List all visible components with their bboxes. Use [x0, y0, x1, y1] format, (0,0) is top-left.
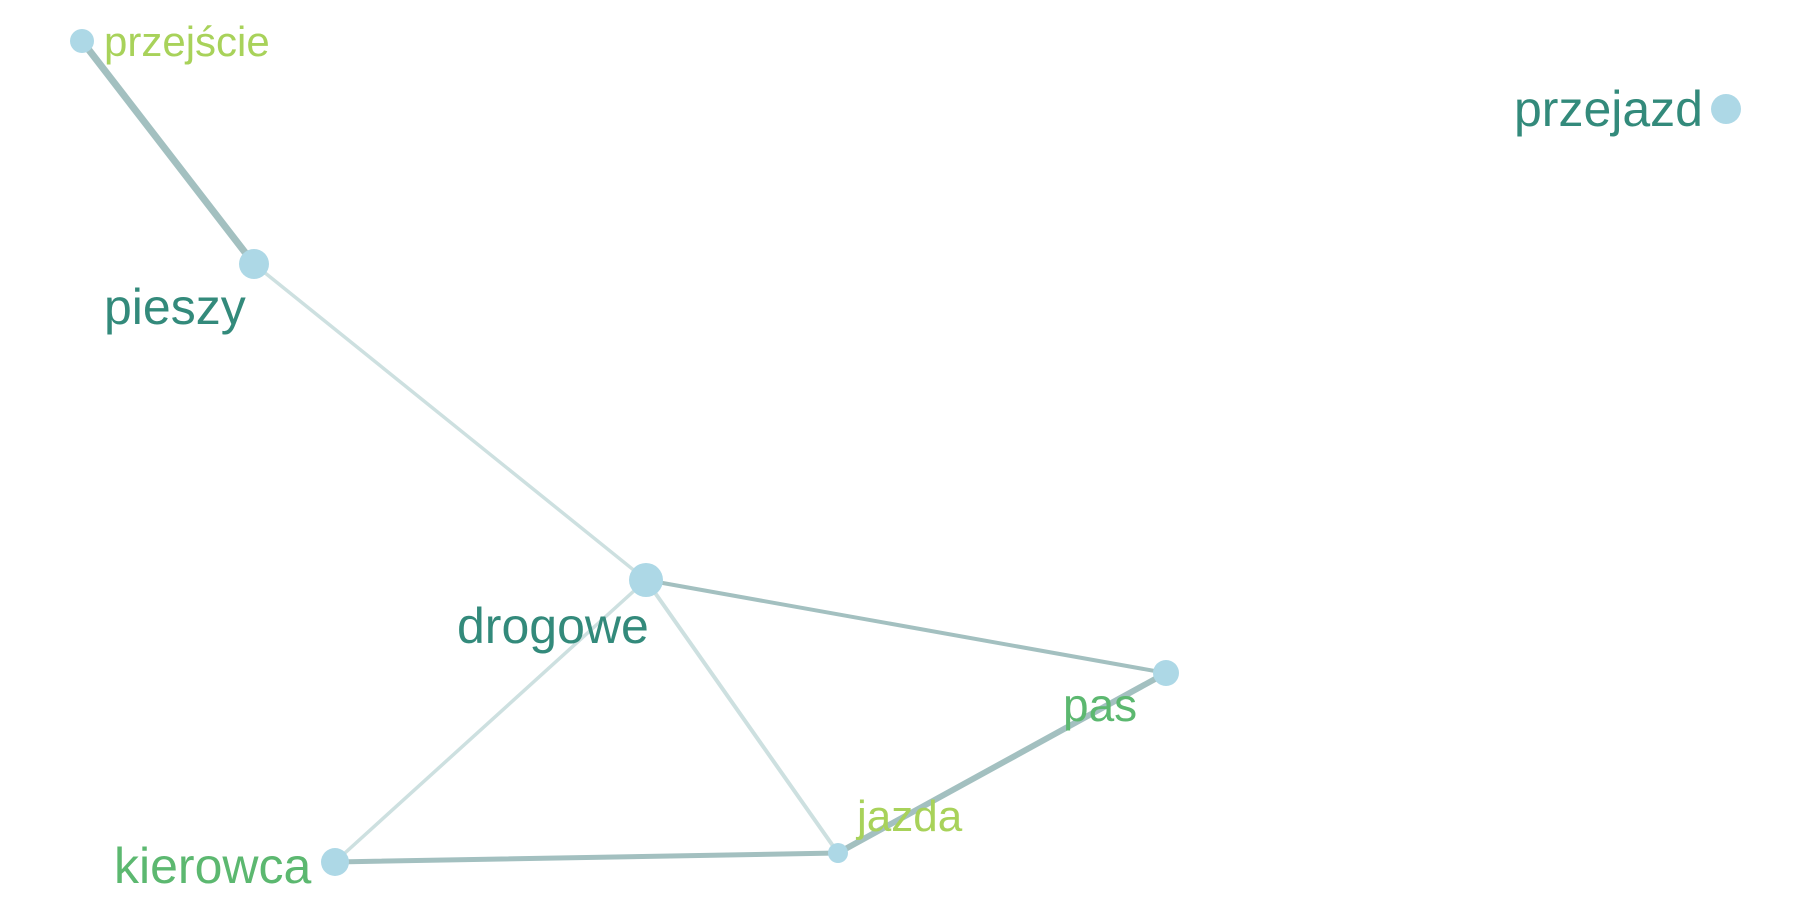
node-label-pas: pas [1063, 679, 1137, 731]
node-label-kierowca: kierowca [114, 838, 311, 894]
node-przejazd [1711, 94, 1741, 124]
node-jazda [828, 843, 848, 863]
edge-drogowe-pas [644, 578, 1168, 675]
edges-layer [78, 37, 1169, 865]
edge-pieszy-drogowe [252, 262, 648, 582]
node-drogowe [629, 563, 663, 597]
node-label-pieszy: pieszy [104, 279, 246, 335]
edge-przejscie-pieszy [78, 37, 258, 268]
edge-drogowe-kierowca [333, 578, 648, 864]
nodes-layer [70, 29, 1741, 876]
labels-layer: przejście pieszy drogowe pas jazda kierowca pr… [104, 18, 1703, 894]
edge-kierowca-jazda [332, 850, 841, 865]
node-label-drogowe: drogowe [457, 598, 649, 654]
node-przejscie [70, 29, 94, 53]
node-label-przejscie: przejście [104, 18, 270, 65]
node-label-jazda: jazda [855, 792, 963, 841]
node-pas [1153, 660, 1179, 686]
node-kierowca [321, 848, 349, 876]
node-pieszy [239, 249, 269, 279]
edge-jazda-pas [835, 670, 1169, 856]
edge-drogowe-jazda [644, 578, 840, 855]
node-label-przejazd: przejazd [1514, 81, 1703, 137]
